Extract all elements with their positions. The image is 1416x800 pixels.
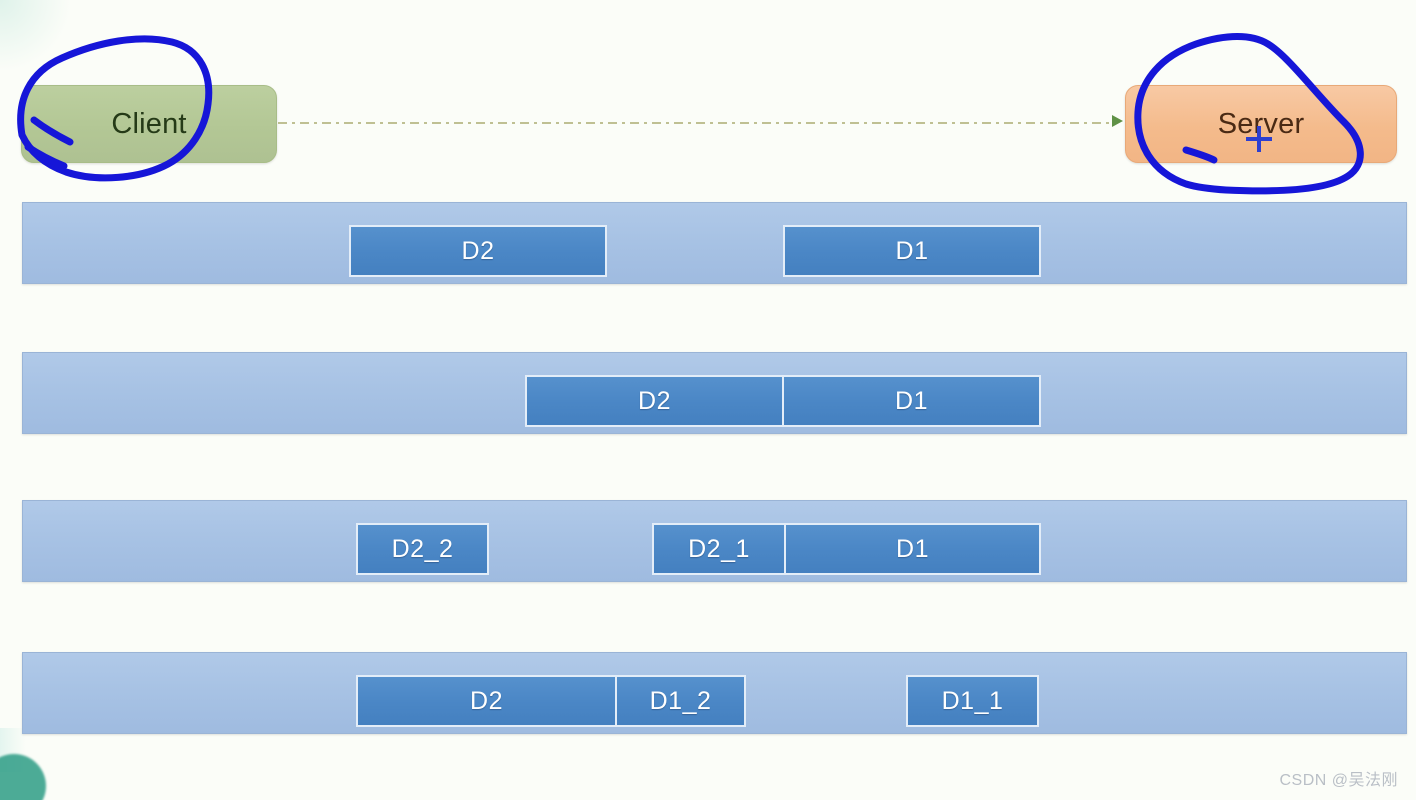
client-node[interactable]: Client [21,85,277,163]
tcp-stream-row-3: D2_2 D2_1 D1 [22,500,1407,582]
corner-tint-top-left [0,0,70,70]
packet-block[interactable]: D2_2 [356,523,489,575]
packet-block[interactable]: D1 [785,523,1041,575]
tcp-stream-row-4: D2 D1_2 D1_1 [22,652,1407,734]
csdn-credit-watermark: CSDN @吴法刚 [1279,772,1398,789]
packet-block[interactable]: D1 [783,375,1041,427]
packet-block[interactable]: D2 [349,225,607,277]
packet-block[interactable]: D1_1 [906,675,1039,727]
packet-block[interactable]: D2 [525,375,783,427]
server-node-label: Server [1217,107,1305,140]
packet-block[interactable]: D1_2 [616,675,746,727]
client-node-label: Client [111,107,187,140]
packet-block[interactable]: D2 [356,675,616,727]
tcp-stream-row-2: D2 D1 [22,352,1407,434]
server-node[interactable]: Server [1125,85,1397,163]
client-server-connector-line [278,122,1116,124]
connector-arrowhead-icon [1112,115,1123,127]
packet-block[interactable]: D1 [783,225,1041,277]
corner-shape-bottom-left [0,754,46,800]
tcp-stream-row-1: D2 D1 [22,202,1407,284]
packet-block[interactable]: D2_1 [652,523,785,575]
